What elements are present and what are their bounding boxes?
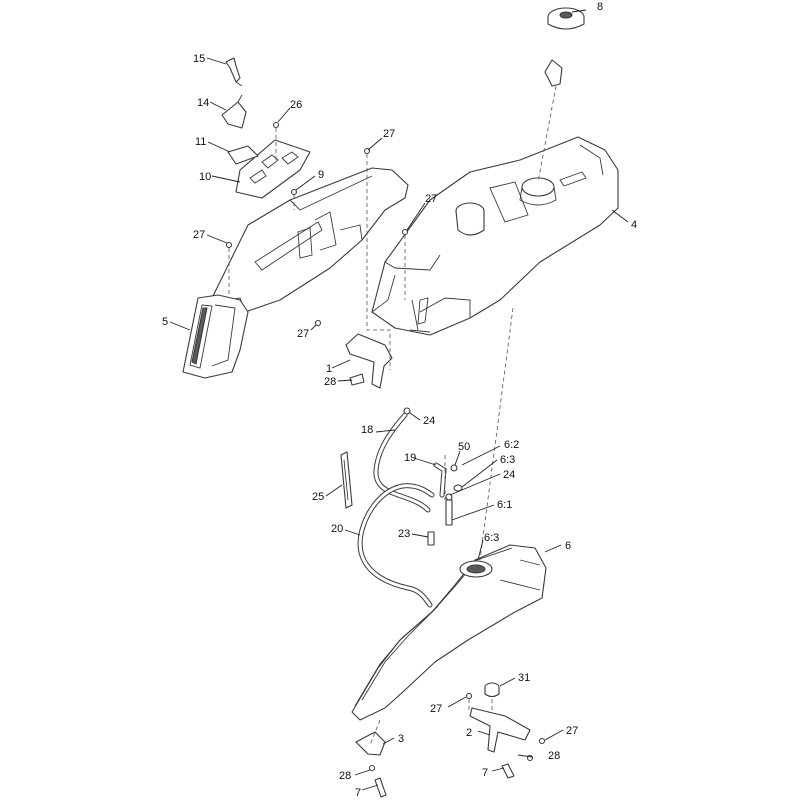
callout-25: 25 (312, 491, 324, 503)
part-24-clamp-upper[interactable] (403, 407, 411, 415)
callout-6: 6 (565, 540, 571, 552)
leader-lines (169, 9, 629, 791)
part-14-handle[interactable] (221, 94, 247, 129)
part-6-fuel-tank[interactable] (351, 544, 547, 721)
callout-8: 8 (597, 1, 603, 13)
part-3-bracket[interactable] (355, 731, 386, 756)
callout-6-3: 6:3 (484, 532, 499, 544)
alignment-lines (228, 85, 557, 746)
callout-1: 1 (326, 363, 332, 375)
callout-19: 19 (404, 452, 416, 464)
part-4-tank-cover[interactable] (371, 136, 619, 336)
part-8-fuel-cap[interactable] (544, 7, 585, 87)
callout-5: 5 (162, 316, 168, 328)
part-5-side-panel[interactable] (182, 294, 249, 379)
part-23-clamp[interactable] (427, 531, 435, 546)
callout-28: 28 (324, 376, 336, 388)
callout-27: 27 (430, 703, 442, 715)
callout-4: 4 (631, 219, 637, 231)
callout-26: 26 (290, 99, 302, 111)
part-25-strap[interactable] (340, 451, 353, 509)
callout-24: 24 (503, 469, 515, 481)
screw-27-group[interactable] (225, 147, 546, 745)
part-6-3-grommet-upper[interactable] (453, 484, 463, 492)
callout-7: 7 (355, 787, 361, 799)
callout-6-1: 6:1 (497, 499, 512, 511)
callout-27: 27 (297, 328, 309, 340)
part-11-bracket[interactable] (227, 145, 259, 165)
part-28-bolt-lower-left[interactable] (368, 764, 376, 772)
callout-31: 31 (518, 672, 530, 684)
callout-10: 10 (199, 171, 211, 183)
callout-2: 2 (466, 727, 472, 739)
part-31-bumper[interactable] (484, 682, 500, 698)
part-28-bolt-upper[interactable] (349, 373, 365, 386)
part-19-hose[interactable] (433, 462, 447, 498)
callout-28: 28 (548, 750, 560, 762)
callout-27: 27 (383, 128, 395, 140)
callout-15: 15 (193, 53, 205, 65)
part-7-clip-right[interactable] (501, 763, 515, 779)
callout-14: 14 (197, 97, 209, 109)
part-50-fitting[interactable] (450, 464, 458, 472)
callout-18: 18 (361, 424, 373, 436)
callout-labels: 15 14 26 11 10 9 27 27 27 5 27 1 28 8 4 … (162, 1, 637, 799)
callout-27: 27 (193, 229, 205, 241)
callout-27: 27 (566, 725, 578, 737)
callout-11: 11 (195, 136, 206, 148)
part-7-clip-left[interactable] (374, 777, 387, 798)
callout-6-2: 6:2 (504, 439, 519, 451)
part-1-bracket[interactable] (345, 333, 393, 389)
callout-23: 23 (398, 528, 410, 540)
part-6-1-pickup-tube[interactable] (445, 493, 453, 526)
callout-7: 7 (482, 767, 488, 779)
callout-27: 27 (425, 193, 437, 205)
part-10-plate[interactable] (235, 139, 311, 199)
callout-6-3: 6:3 (500, 454, 515, 466)
part-2-bracket[interactable] (469, 707, 531, 753)
callout-9: 9 (318, 169, 324, 181)
callout-3: 3 (398, 733, 404, 745)
callout-24: 24 (423, 415, 435, 427)
part-15-lever[interactable] (225, 57, 243, 87)
part-26-screw[interactable] (272, 121, 280, 129)
callout-28: 28 (339, 770, 351, 782)
part-20-fuel-line[interactable] (357, 483, 435, 608)
callout-20: 20 (331, 523, 343, 535)
callout-50: 50 (458, 441, 470, 453)
